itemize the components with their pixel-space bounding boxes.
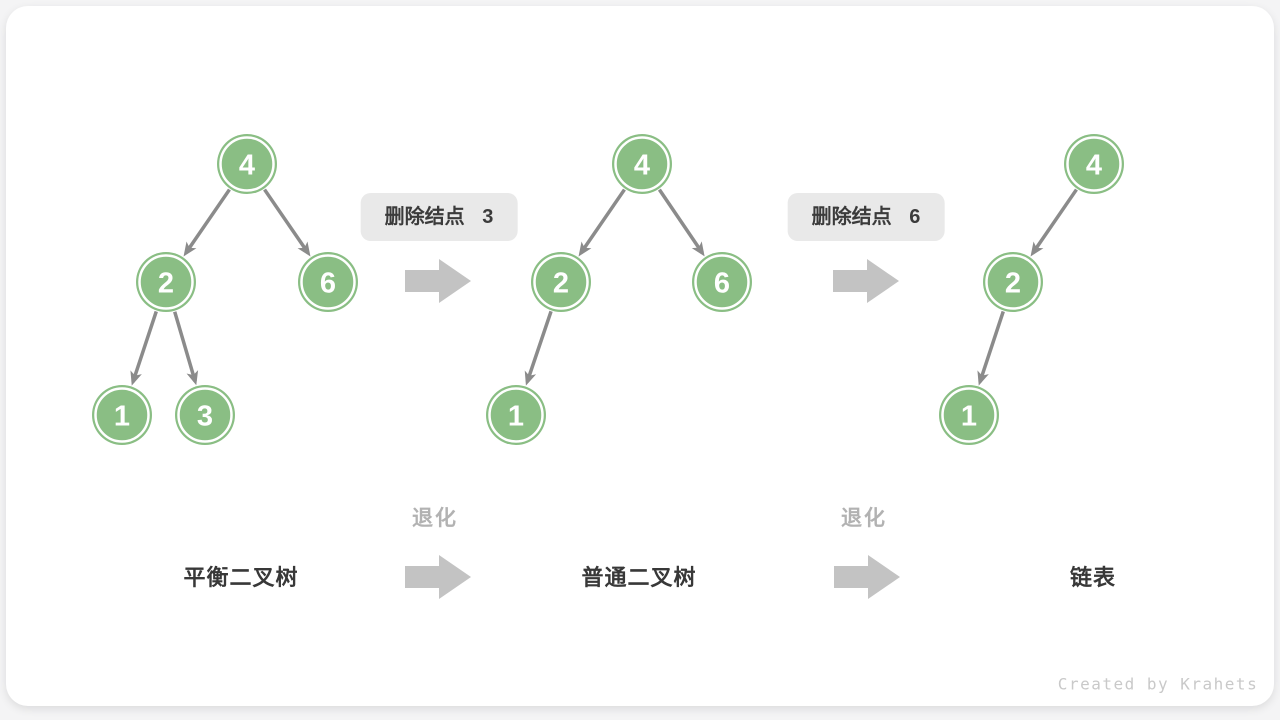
- tree-node-4: 4: [1064, 134, 1124, 194]
- tree-edge-arrow: [130, 310, 158, 386]
- tree-node-1: 1: [939, 385, 999, 445]
- block-arrow-right-icon: [833, 259, 899, 303]
- tree-edge-arrow: [183, 188, 231, 257]
- tree-node-value: 6: [714, 267, 730, 299]
- tree-node-value: 4: [634, 149, 650, 181]
- tree-node-value: 1: [508, 400, 524, 432]
- tree-node-1: 1: [92, 385, 152, 445]
- tree-node-2: 2: [531, 252, 591, 312]
- tree-node-value: 4: [239, 149, 255, 181]
- tree-node-value: 2: [158, 267, 174, 299]
- tree-node-1: 1: [486, 385, 546, 445]
- tree-linked-list: 4 2 1: [939, 134, 1124, 445]
- block-arrow-right-icon: [405, 555, 471, 599]
- tree-ordinary-binary-tree: 4 2 6 1: [486, 134, 752, 445]
- tree-node-value: 2: [1005, 267, 1021, 299]
- tree-edge-arrow: [657, 188, 705, 257]
- tree-node-value: 4: [1086, 149, 1102, 181]
- tree-edge-arrow: [173, 311, 199, 386]
- tree-node-2: 2: [136, 252, 196, 312]
- caption-linked-list: 链表: [1069, 565, 1117, 590]
- tree-node-4: 4: [217, 134, 277, 194]
- degrade-label: 退化: [841, 507, 887, 530]
- tree-node-value: 1: [961, 400, 977, 432]
- tree-node-6: 6: [298, 252, 358, 312]
- block-arrow-right-icon: [834, 555, 900, 599]
- tree-node-value: 3: [197, 400, 213, 432]
- tree-edge-arrow: [263, 188, 311, 257]
- tree-edge-arrow: [977, 310, 1005, 386]
- tree-node-4: 4: [612, 134, 672, 194]
- figure-card: [6, 6, 1274, 706]
- tree-edge-arrow: [578, 188, 626, 257]
- tree-balanced-binary-tree: 4 2 6 1 3: [92, 134, 358, 445]
- tree-node-2: 2: [983, 252, 1043, 312]
- degrade-label: 退化: [412, 507, 458, 530]
- tree-node-6: 6: [692, 252, 752, 312]
- tree-node-3: 3: [175, 385, 235, 445]
- delete-node-3-badge: 删除结点 3: [360, 193, 518, 241]
- tree-edge-arrow: [1030, 188, 1078, 257]
- tree-edge-arrow: [524, 310, 553, 386]
- tree-node-value: 1: [114, 400, 130, 432]
- block-arrow-right-icon: [405, 259, 471, 303]
- delete-node-6-badge: 删除结点 6: [787, 193, 945, 241]
- caption-balanced-binary-tree: 平衡二叉树: [183, 565, 299, 590]
- caption-ordinary-binary-tree: 普通二叉树: [581, 565, 697, 590]
- watermark: Created by Krahets: [1057, 674, 1259, 694]
- tree-node-value: 6: [320, 267, 336, 299]
- tree-node-value: 2: [553, 267, 569, 299]
